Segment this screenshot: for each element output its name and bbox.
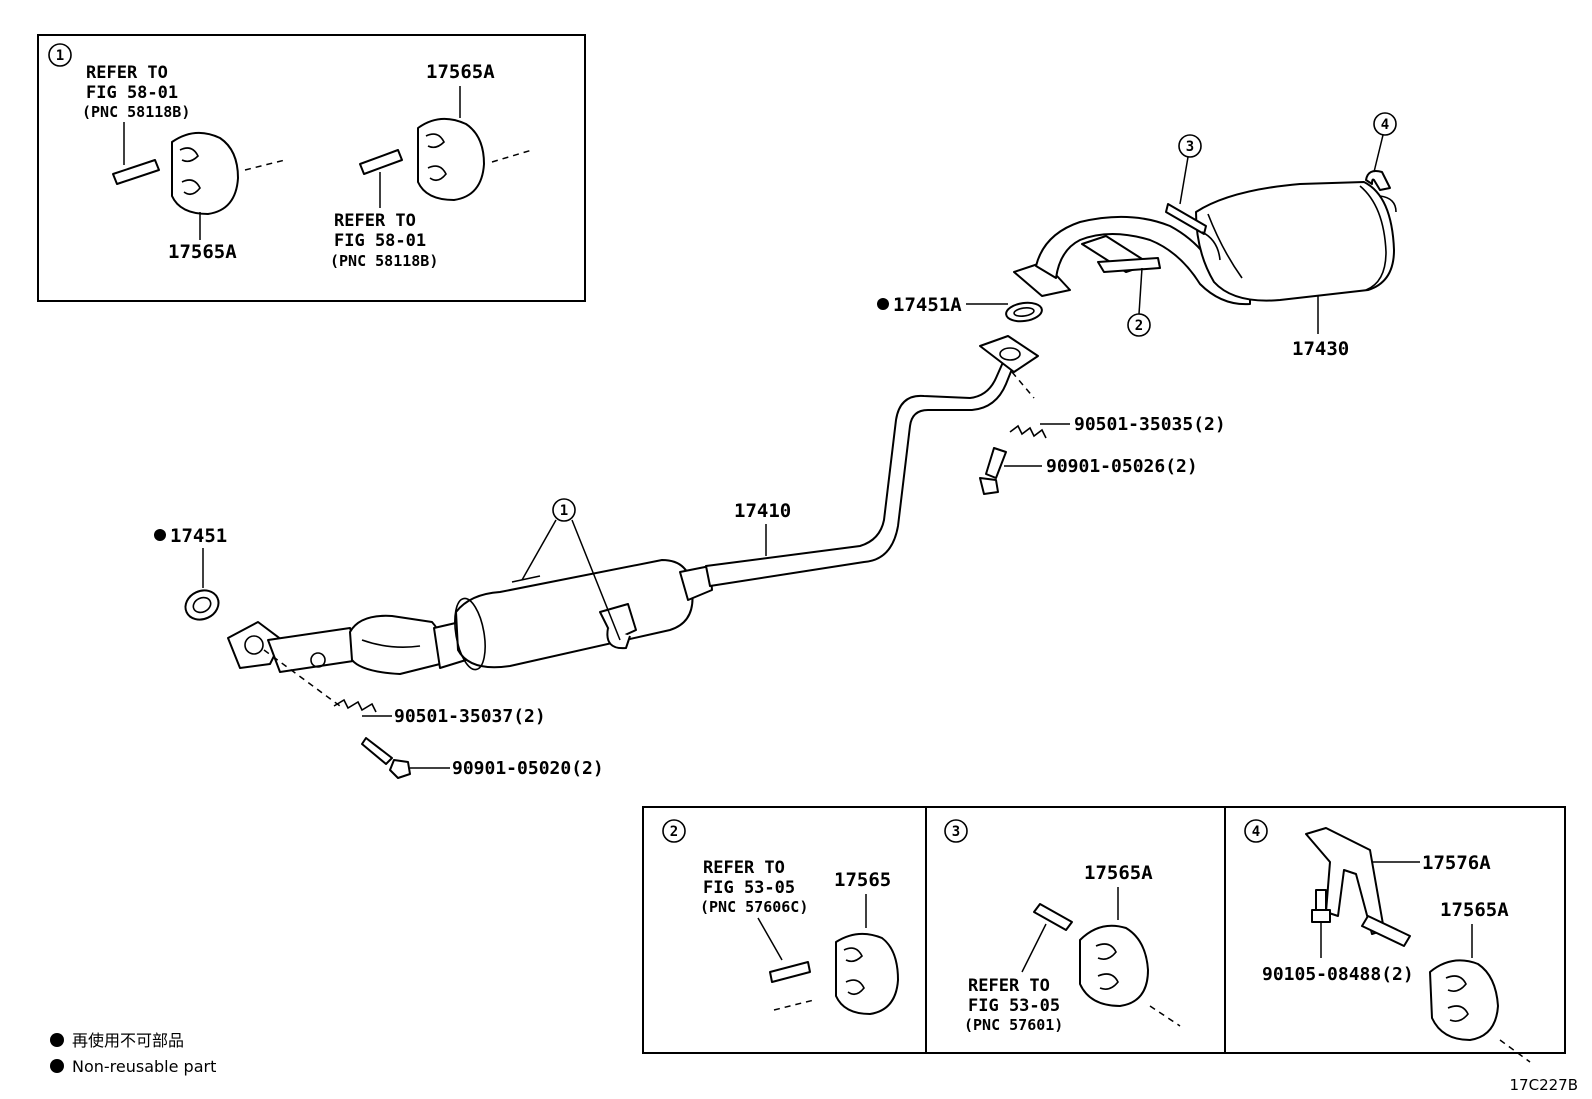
spring-rear: [1009, 424, 1047, 439]
inset-2-callout-circle: [662, 819, 686, 843]
callout-4: 4: [1381, 117, 1389, 133]
inset-3-ref-line2: FIG 53-05: [968, 996, 1060, 1016]
tail-muffler-assembly: [1013, 170, 1397, 306]
inset-1-right-ref-line1: REFER TO: [334, 211, 416, 231]
gasket-front: [184, 589, 220, 621]
callout-1-leader-b: [571, 519, 621, 641]
bolt-rear: [979, 447, 1007, 495]
inset-1-left-ref-line1: REFER TO: [86, 63, 168, 83]
bolt-front-label: 90901-05020(2): [452, 758, 604, 779]
spring-rear-label: 90501-35035(2): [1074, 414, 1226, 435]
inset-3-part-number: 17565A: [1084, 862, 1153, 884]
legend-marker-2: [50, 1059, 64, 1073]
inset-2-part-number: 17565: [834, 869, 891, 891]
front-pipe-label: 17410: [734, 500, 791, 522]
inset-4-callout: 4: [1252, 824, 1260, 840]
callout-4-leader: [1373, 134, 1384, 173]
non-reusable-marker-17451: [154, 529, 166, 541]
spring-front: [333, 698, 377, 713]
tail-pipe-label: 17430: [1292, 338, 1349, 360]
inset-2: 2 REFER TO FIG 53-05 (PNC 57606C) 17565: [662, 819, 899, 1015]
inset-4-hanger: [1429, 959, 1531, 1063]
bottom-insets: 2 REFER TO FIG 53-05 (PNC 57606C) 17565 …: [642, 806, 1566, 1063]
inset-4-part-number: 17565A: [1440, 899, 1509, 921]
inset-4: 4 17576A 90105-08488(2) 17565A: [1244, 819, 1531, 1063]
inset-2-callout: 2: [670, 824, 678, 840]
legend-marker-1: [50, 1033, 64, 1047]
legend-line-1: 再使用不可部品: [72, 1031, 184, 1050]
callout-3: 3: [1186, 139, 1194, 155]
callout-1: 1: [560, 503, 568, 519]
inset-4-bracket-number: 17576A: [1422, 852, 1491, 874]
inset-1-callout-circle: [48, 43, 72, 67]
muffler-shell: [1195, 181, 1395, 302]
inset-1-right-ref-pnc: (PNC 58118B): [330, 252, 438, 270]
bottom-insets-frame: [642, 806, 1566, 1054]
callout-2: 2: [1135, 318, 1143, 334]
inset-1-left-hanger: [112, 131, 286, 215]
front-bolt-axis: [263, 649, 341, 707]
inset-1-right-part-number: 17565A: [426, 61, 495, 83]
inset-2-ref-pnc: (PNC 57606C): [700, 898, 808, 916]
inset-4-bracket: [1305, 827, 1411, 947]
tail-inlet-flange: [1013, 261, 1071, 297]
inset-4-bolt-number: 90105-08488(2): [1262, 964, 1414, 985]
rear-flange: [979, 335, 1039, 373]
inset-3-callout-circle: [944, 819, 968, 843]
callout-1-circle: [552, 498, 576, 522]
inset-2-ref-line2: FIG 53-05: [703, 878, 795, 898]
bolt-front: [361, 737, 411, 779]
inset-3-ref-pnc: (PNC 57601): [964, 1016, 1063, 1034]
inset-3-callout: 3: [952, 824, 960, 840]
callout-4-circle: [1373, 112, 1397, 136]
inset-1-right-ref-line2: FIG 58-01: [334, 231, 426, 251]
gasket-rear-label: 17451A: [893, 294, 962, 316]
spring-front-label: 90501-35037(2): [394, 706, 546, 727]
inset-1-left-ref-line2: FIG 58-01: [86, 83, 178, 103]
figure-id: 17C227B: [1510, 1076, 1578, 1094]
resonator-body: [455, 559, 694, 669]
inset-4-bolt: [1311, 889, 1331, 923]
inset-2-ref-line1: REFER TO: [703, 858, 785, 878]
bolt-rear-label: 90901-05026(2): [1046, 456, 1198, 477]
inset-3-hanger: [1033, 903, 1181, 1027]
legend-line-2: Non-reusable part: [72, 1057, 216, 1076]
catalytic-converter: [349, 614, 444, 675]
callout-1-leader-a: [521, 519, 557, 581]
long-pipe: [705, 359, 1015, 587]
inset-2-ref-leader: [757, 917, 783, 961]
callout-2-leader: [1138, 267, 1143, 315]
inset-4-callout-circle: [1244, 819, 1268, 843]
inset-3-ref-line1: REFER TO: [968, 976, 1050, 996]
inset-2-hanger: [769, 932, 899, 1015]
gasket-front-label: 17451: [170, 525, 227, 547]
inset-1-frame: [37, 34, 586, 302]
gasket-rear: [1005, 301, 1043, 323]
inset-3-ref-leader: [1021, 923, 1047, 973]
inset-1-left-ref-pnc: (PNC 58118B): [82, 103, 190, 121]
rear-bolt-axis: [1011, 371, 1035, 399]
inset-1-right-hanger: [359, 117, 533, 201]
inset-1-left-part-number: 17565A: [168, 241, 237, 263]
front-pipe-assembly: [227, 335, 1039, 675]
inset-3: 3 17565A REFER TO FIG 53-05 (PNC 57601): [944, 819, 1181, 1034]
callout-3-circle: [1178, 134, 1202, 158]
legend: 再使用不可部品 Non-reusable part: [50, 1031, 216, 1076]
inset-1: 1 REFER TO FIG 58-01 (PNC 58118B) 17565A…: [37, 34, 586, 302]
inset-1-callout: 1: [56, 48, 64, 64]
main-assembly: 17451: [154, 112, 1397, 779]
callout-3-leader: [1179, 156, 1189, 205]
non-reusable-marker-17451A: [877, 298, 889, 310]
